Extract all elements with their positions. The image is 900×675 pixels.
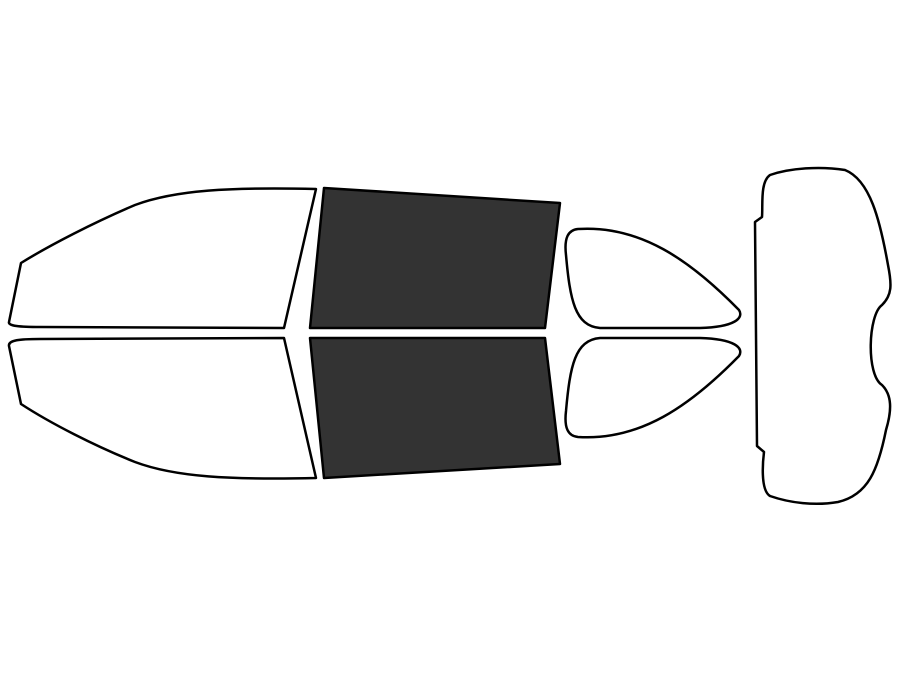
quarter-window-top[interactable] (564, 227, 742, 330)
rear-door-window-bottom[interactable] (308, 336, 562, 480)
rear-door-window-top[interactable] (308, 186, 562, 330)
front-door-window-bottom[interactable] (7, 336, 318, 480)
rear-windshield[interactable] (753, 166, 892, 506)
quarter-window-bottom[interactable] (564, 336, 742, 439)
front-door-window-top[interactable] (7, 187, 318, 330)
